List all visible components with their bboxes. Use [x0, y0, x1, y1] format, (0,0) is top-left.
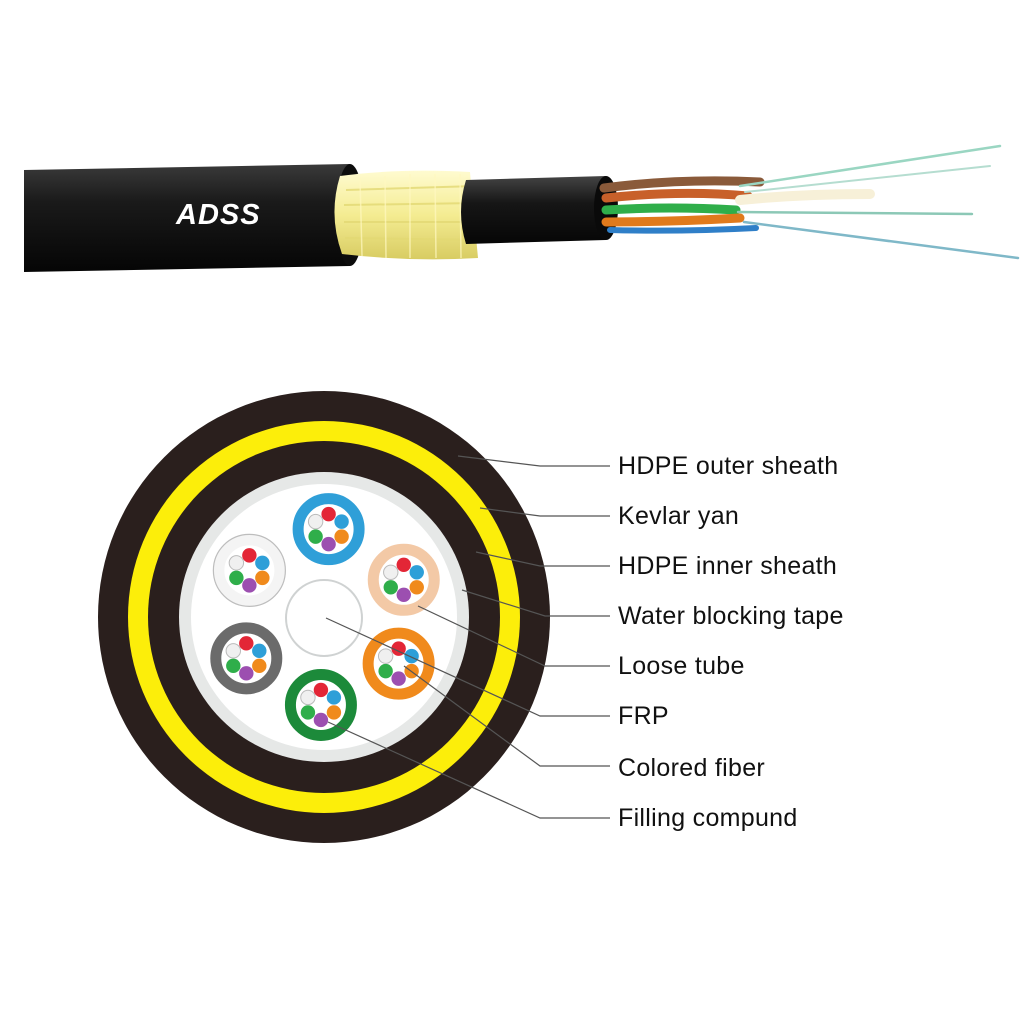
leader-line-outer-sheath — [457, 455, 610, 467]
leader-line-frp — [325, 617, 610, 717]
colored-fiber — [383, 564, 399, 581]
label-frp: FRP — [618, 702, 669, 730]
loose-tube-green — [284, 668, 357, 741]
colored-fiber — [313, 712, 329, 728]
component-labels: HDPE outer sheath Kevlar yan HDPE inner … — [618, 452, 844, 832]
label-filling-compound: Filling compund — [618, 804, 798, 832]
colored-fiber — [242, 548, 257, 563]
leader-line-water-tape — [461, 589, 610, 617]
colored-fiber — [300, 705, 316, 720]
label-kevlar: Kevlar yan — [618, 502, 739, 530]
label-colored-fiber: Colored fiber — [618, 754, 765, 782]
loose-tube-orange — [362, 627, 435, 700]
colored-fiber — [334, 529, 349, 544]
kevlar-yarn — [334, 170, 479, 260]
colored-fiber — [255, 570, 270, 586]
colored-fiber — [391, 641, 406, 656]
label-outer-sheath: HDPE outer sheath — [618, 452, 839, 480]
leader-line-loose-tube — [417, 605, 610, 667]
leader-line-kevlar — [479, 507, 610, 517]
loose-tube-edge — [212, 533, 286, 607]
colored-fiber — [321, 536, 336, 552]
loose-tube-wall — [284, 668, 357, 741]
inner-jacket — [461, 176, 612, 244]
loose-tube-wall — [210, 622, 283, 695]
colored-fiber — [239, 636, 254, 651]
colored-fiber — [239, 666, 254, 681]
label-water-blocking-tape: Water blocking tape — [618, 602, 844, 630]
colored-fiber — [321, 506, 336, 522]
loose-tube-wall — [367, 543, 440, 616]
loose-tube-wall — [292, 493, 365, 566]
colored-fiber — [225, 643, 242, 659]
cable-photo: ADSS — [24, 144, 1020, 272]
colored-fiber — [334, 514, 349, 529]
colored-fiber — [252, 643, 267, 659]
loose-tube-beige — [367, 543, 440, 616]
colored-fiber — [300, 689, 316, 706]
colored-fiber — [377, 648, 394, 664]
colored-fiber — [313, 682, 329, 698]
leader-line-filling — [327, 721, 610, 819]
brand-label: ADSS — [175, 199, 261, 231]
loose-tube-blue — [292, 493, 365, 566]
colored-fiber — [255, 555, 270, 571]
colored-fiber — [391, 671, 406, 686]
colored-fiber — [242, 578, 257, 593]
colored-fiber — [307, 513, 324, 530]
colored-fiber — [409, 565, 424, 580]
loose-tube-gray — [210, 622, 283, 695]
leader-lines — [325, 455, 610, 819]
label-inner-sheath: HDPE inner sheath — [618, 552, 837, 580]
colored-fiber — [396, 557, 411, 573]
colored-fiber — [226, 658, 241, 674]
bare-fibers — [736, 144, 1020, 260]
colored-fiber — [228, 555, 245, 571]
colored-fiber — [326, 705, 342, 720]
loose-tube-white — [212, 533, 286, 607]
leader-line-inner-sheath — [475, 551, 610, 567]
colored-fiber — [409, 580, 424, 595]
colored-fiber — [326, 690, 342, 705]
loose-tube-wall — [213, 534, 286, 607]
frp-core — [285, 579, 363, 657]
colored-fiber — [378, 663, 393, 679]
loose-tubes-exposed — [599, 176, 875, 234]
colored-fiber — [404, 648, 419, 664]
cross-section — [98, 391, 550, 843]
outer-jacket — [24, 164, 356, 272]
colored-fiber — [229, 570, 244, 586]
leader-line-colored-fiber — [403, 665, 610, 767]
colored-fiber — [308, 529, 323, 544]
colored-fiber — [396, 587, 411, 603]
colored-fiber — [383, 580, 398, 595]
loose-tube-wall — [362, 627, 435, 700]
label-loose-tube: Loose tube — [618, 652, 745, 680]
colored-fiber — [252, 658, 267, 674]
loose-tubes-group — [210, 493, 440, 741]
